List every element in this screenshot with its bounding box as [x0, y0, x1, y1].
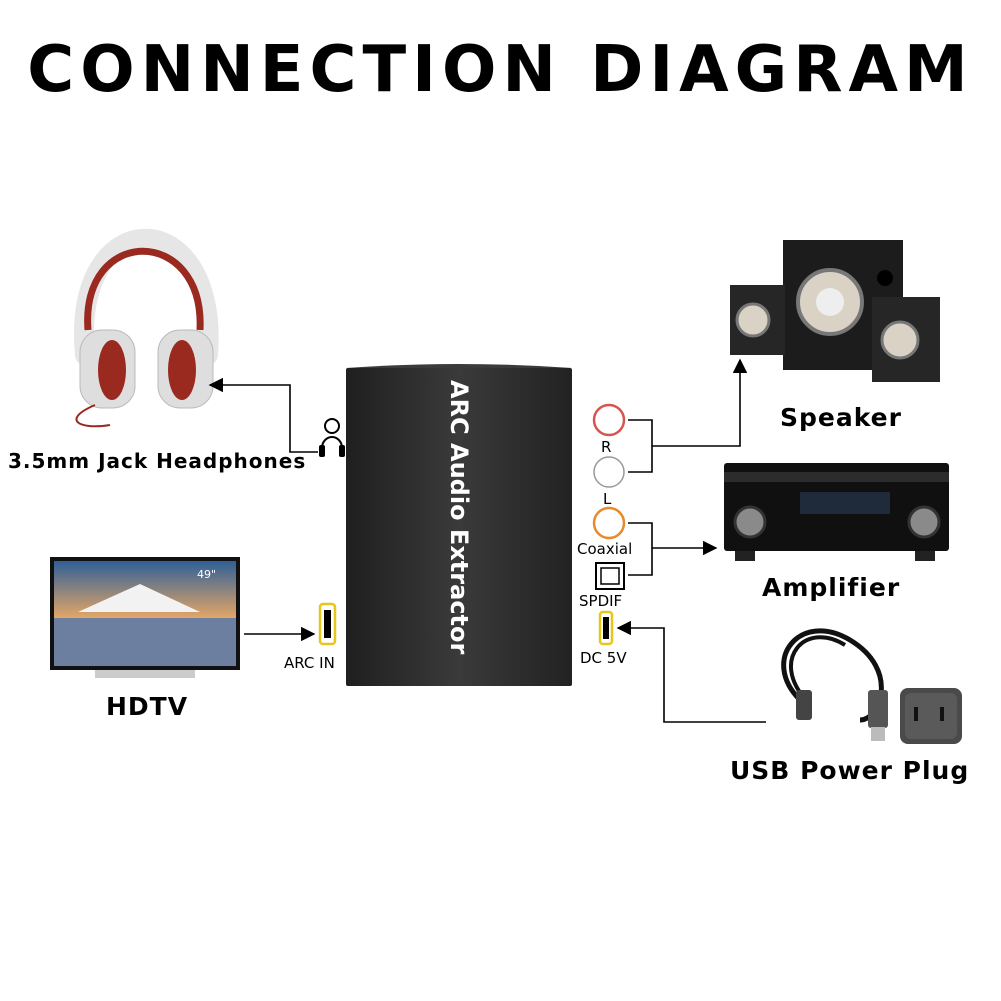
port-label-dc: DC 5V — [580, 649, 627, 667]
coaxial-port — [592, 506, 626, 540]
speaker-icon — [730, 240, 940, 382]
page-title: CONNECTION DIAGRAM — [27, 33, 974, 107]
port-label-spdif: SPDIF — [579, 592, 623, 610]
extractor-name: ARC Audio Extractor — [445, 380, 473, 655]
rca-port-l — [593, 456, 625, 488]
hdtv-label: HDTV — [106, 692, 189, 721]
optical-port-icon — [595, 562, 625, 590]
port-label-l: L — [603, 490, 612, 508]
port-label-r: R — [601, 438, 612, 456]
amplifier-icon — [724, 463, 949, 561]
extractor-device — [346, 364, 572, 686]
usb-port-icon — [598, 610, 614, 646]
headphones-icon — [73, 228, 219, 428]
port-label-arc: ARC IN — [284, 654, 335, 672]
speaker-label: Speaker — [780, 403, 902, 432]
usb-power-icon — [781, 628, 962, 744]
headphones-label: 3.5mm Jack Headphones — [8, 449, 307, 473]
port-label-coaxial: Coaxial — [577, 540, 633, 558]
headphone-jack-icon — [319, 418, 345, 457]
connection-lines — [208, 358, 766, 723]
hdtv-badge: 49" — [197, 568, 217, 581]
hdtv-icon — [50, 557, 240, 678]
hdmi-port-icon — [318, 602, 337, 646]
amplifier-label: Amplifier — [762, 573, 901, 602]
usb-power-label: USB Power Plug — [730, 756, 970, 785]
rca-port-r — [592, 403, 626, 437]
